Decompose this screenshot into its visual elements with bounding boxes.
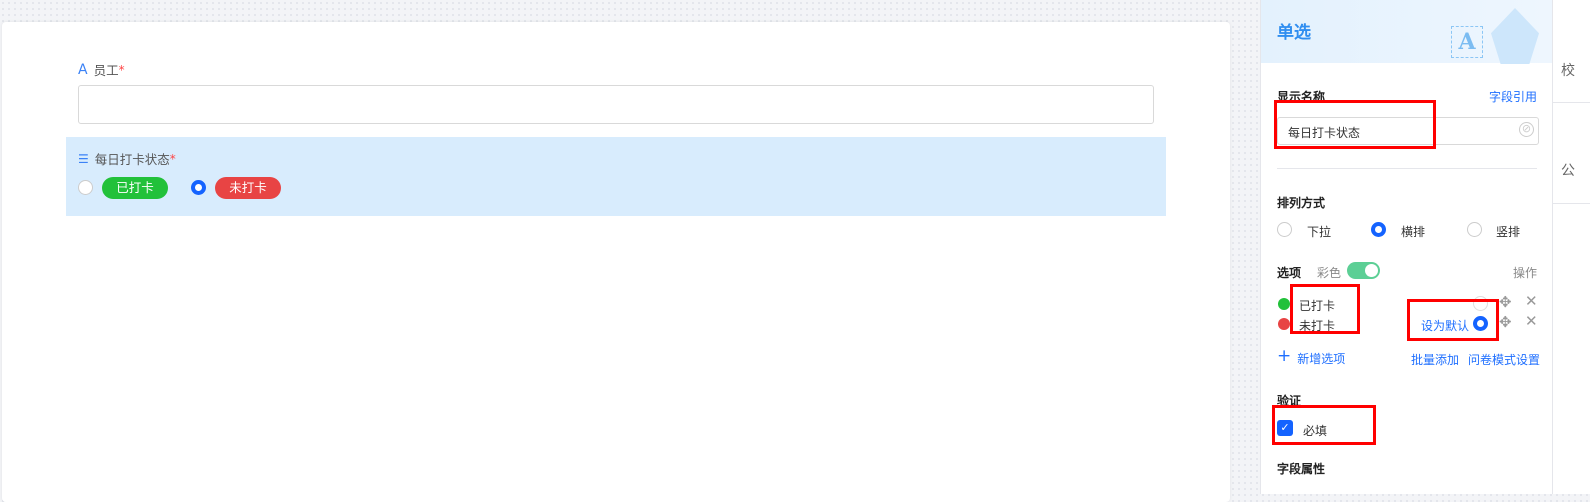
set-default-label[interactable]: 设为默认: [1421, 319, 1470, 333]
plus-icon: +: [1277, 346, 1292, 366]
text-illustration-icon: A: [1451, 26, 1483, 58]
side-tabs: 校 公: [1552, 0, 1590, 494]
option-pill-checked-in: 已打卡: [102, 177, 168, 199]
drag-icon[interactable]: ✥: [1499, 313, 1512, 331]
annotation-box: [1407, 299, 1499, 341]
panel-header: 单选 A: [1261, 0, 1553, 64]
survey-mode-link[interactable]: 问卷模式设置: [1468, 353, 1541, 367]
form-canvas: A 员工* ☰ 每日打卡状态* 已打卡 未打卡: [2, 22, 1230, 502]
option-radio-checked-in[interactable]: [78, 180, 93, 195]
annotation-box: [1274, 100, 1436, 149]
properties-panel: 单选 A 显示名称 字段引用 每日打卡状态 ⊘ 排列方式 下拉 横排 竖排 选项…: [1260, 0, 1553, 494]
divider: [1277, 168, 1537, 169]
annotation-box: [1272, 405, 1376, 445]
color-toggle[interactable]: [1347, 262, 1380, 279]
annotation-box: [1290, 284, 1360, 334]
text-icon: A: [78, 61, 88, 78]
layout-radio-dropdown[interactable]: [1277, 222, 1292, 237]
option-pill-not-checked-in: 未打卡: [215, 177, 281, 199]
pen-illustration-icon: [1491, 8, 1539, 64]
add-option-button[interactable]: +新增选项: [1277, 346, 1346, 367]
clear-icon[interactable]: ⊘: [1519, 122, 1534, 137]
field-daily-checkin[interactable]: ☰ 每日打卡状态* 已打卡 未打卡: [66, 137, 1166, 216]
operations-label: 操作: [1513, 266, 1538, 280]
employee-input[interactable]: [78, 85, 1154, 124]
layout-vertical-label: 竖排: [1496, 225, 1521, 239]
display-name-input[interactable]: 每日打卡状态: [1277, 117, 1539, 145]
close-icon[interactable]: ✕: [1525, 292, 1538, 310]
field-properties-label: 字段属性: [1277, 462, 1326, 476]
layout-dropdown-label: 下拉: [1307, 225, 1332, 239]
option-color-dot[interactable]: [1278, 298, 1290, 310]
side-tab[interactable]: 公: [1561, 163, 1575, 179]
layout-horizontal-label: 横排: [1401, 225, 1426, 239]
side-tab[interactable]: 校: [1561, 63, 1575, 79]
panel-title: 单选: [1277, 23, 1311, 43]
color-label: 彩色: [1317, 266, 1342, 280]
close-icon[interactable]: ✕: [1525, 312, 1538, 330]
option-radio-not-checked-in[interactable]: [191, 180, 206, 195]
validation-label: 验证: [1277, 394, 1302, 408]
radio-list-icon: ☰: [78, 151, 89, 166]
options-label: 选项: [1277, 266, 1302, 280]
drag-icon[interactable]: ✥: [1499, 293, 1512, 311]
option-color-dot[interactable]: [1278, 318, 1290, 330]
option-label[interactable]: 未打卡: [1299, 319, 1336, 333]
field-reference-link[interactable]: 字段引用: [1489, 90, 1538, 104]
batch-add-link[interactable]: 批量添加: [1411, 353, 1460, 367]
layout-radio-horizontal[interactable]: [1371, 222, 1386, 237]
set-default-radio[interactable]: [1473, 316, 1488, 331]
layout-label: 排列方式: [1277, 196, 1326, 210]
required-label: 必填: [1303, 424, 1328, 438]
field-label-employee: A 员工*: [78, 61, 125, 79]
option-label[interactable]: 已打卡: [1299, 299, 1336, 313]
required-checkbox[interactable]: ✓: [1277, 420, 1293, 436]
layout-radio-vertical[interactable]: [1467, 222, 1482, 237]
